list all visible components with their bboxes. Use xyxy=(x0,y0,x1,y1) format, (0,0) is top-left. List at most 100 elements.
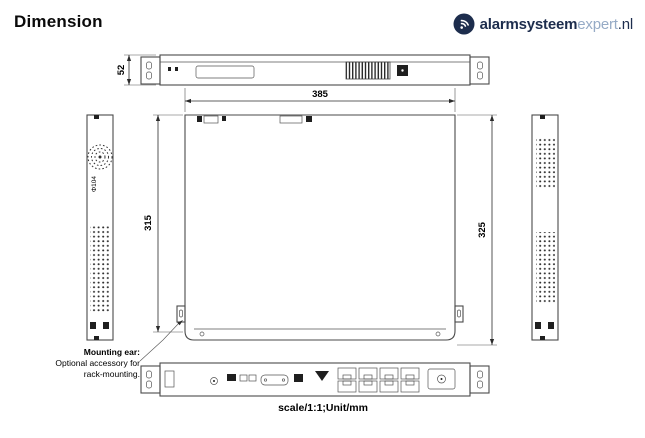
side-notch xyxy=(540,115,545,119)
arrowhead xyxy=(126,79,132,85)
front-panel-body xyxy=(159,54,471,86)
arrowhead xyxy=(126,55,132,61)
mounting-ear-tab-right xyxy=(454,305,464,323)
ethernet-tab xyxy=(384,374,394,380)
front-view xyxy=(140,54,490,86)
ear-slot xyxy=(477,61,483,70)
ground-screw-center xyxy=(213,380,215,382)
ear-slot xyxy=(146,380,152,389)
power-inlet-socket xyxy=(437,374,446,384)
ethernet-tab xyxy=(363,374,373,380)
ventilation-holes xyxy=(90,225,110,313)
ethernet-port xyxy=(400,380,420,393)
top-edge-detail xyxy=(306,116,312,122)
vga-connector xyxy=(260,374,289,386)
brand-name-suffix: .nl xyxy=(617,15,633,33)
overall-depth-value: 325 xyxy=(477,221,488,238)
front-panel-window xyxy=(195,65,255,79)
top-view-outline xyxy=(184,114,456,341)
ethernet-tab xyxy=(363,380,373,386)
left-side-view: Φ104 xyxy=(86,114,114,341)
arrowhead xyxy=(185,98,191,104)
fan-hub xyxy=(98,155,102,159)
page-title: Dimension xyxy=(14,12,103,31)
usb-port xyxy=(239,374,248,382)
ear-slot xyxy=(477,370,483,379)
arrowhead xyxy=(155,115,161,121)
arrowhead xyxy=(489,115,495,121)
ethernet-port xyxy=(337,380,357,393)
vga-body xyxy=(260,374,289,386)
side-notch xyxy=(540,336,545,340)
fan-ring xyxy=(94,151,106,163)
width-dimension: 385 xyxy=(184,88,456,112)
power-inlet-body xyxy=(427,368,456,390)
depth-dimension: 315 xyxy=(143,114,183,333)
overall-depth-dimension: 325 xyxy=(457,114,497,346)
rear-mounting-ear-right xyxy=(469,365,490,394)
vga-screw xyxy=(281,378,286,382)
foot xyxy=(548,322,554,329)
ethernet-port xyxy=(358,380,378,393)
height-value: 52 xyxy=(116,65,127,76)
vga-screw xyxy=(263,378,268,382)
usb-port xyxy=(248,374,257,382)
ventilation-holes xyxy=(536,138,555,188)
mounting-ear-note-title: Mounting ear: xyxy=(83,347,140,357)
front-vent-grille xyxy=(345,61,391,80)
ethernet-port xyxy=(337,367,357,380)
height-dimension: 52 xyxy=(116,54,156,86)
front-mounting-ear-right xyxy=(469,56,490,85)
ethernet-port xyxy=(379,380,399,393)
brand-name-bold: alarmsysteem xyxy=(479,15,578,33)
side-notch xyxy=(94,115,99,119)
screw xyxy=(199,331,205,337)
foot xyxy=(535,322,541,329)
fan-ring xyxy=(91,148,109,166)
ethernet-tab xyxy=(342,374,352,380)
ear-slot xyxy=(146,71,152,80)
power-switch xyxy=(164,370,175,388)
top-view xyxy=(176,114,464,341)
brand-name: alarmsysteemexpert.nl xyxy=(479,15,634,33)
ear-slot xyxy=(179,309,183,318)
fan-grill xyxy=(87,144,113,170)
width-value: 385 xyxy=(312,89,329,100)
mounting-ear-note-line2: Optional accessory for xyxy=(55,358,140,369)
fan-ring xyxy=(87,144,113,170)
top-edge-detail xyxy=(203,115,219,124)
front-mounting-ear-left xyxy=(140,56,161,85)
ethernet-tab xyxy=(405,374,415,380)
brand-name-light: expert xyxy=(577,15,618,33)
rear-mounting-ear-left xyxy=(140,365,161,394)
ear-slot xyxy=(477,71,483,80)
ear-slot xyxy=(477,380,483,389)
ear-slot xyxy=(146,370,152,379)
arrowhead xyxy=(449,98,455,104)
front-led xyxy=(175,67,178,71)
front-led xyxy=(168,67,171,71)
ethernet-tab xyxy=(384,380,394,386)
top-edge-detail xyxy=(279,115,303,124)
ethernet-port xyxy=(379,367,399,380)
rear-marking xyxy=(315,371,329,381)
mounting-ear-leader-line xyxy=(139,322,180,362)
top-edge-detail xyxy=(222,116,226,121)
depth-value: 315 xyxy=(143,214,154,231)
right-side-view xyxy=(531,114,559,341)
mounting-ear-leader xyxy=(139,320,183,362)
mounting-ear-note-line3: rack-mounting. xyxy=(83,369,140,380)
ear-slot xyxy=(146,61,152,70)
hdmi-port xyxy=(294,374,303,382)
rear-panel-body xyxy=(159,362,471,397)
brand-logo: alarmsysteemexpert.nl xyxy=(452,12,633,36)
power-inlet xyxy=(427,368,456,390)
top-edge-detail xyxy=(197,116,202,122)
screw xyxy=(435,331,441,337)
arrowhead xyxy=(155,326,161,332)
brand-wave-icon xyxy=(453,13,475,35)
audio-port xyxy=(227,374,236,381)
usb-port-dot xyxy=(401,69,404,72)
ear-slot xyxy=(457,309,461,318)
